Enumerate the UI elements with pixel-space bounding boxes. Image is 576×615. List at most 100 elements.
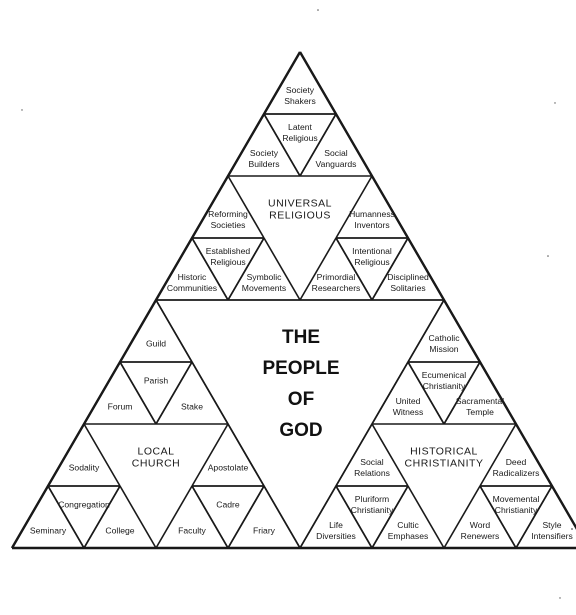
local-cadre-label-line: Cadre xyxy=(216,500,240,510)
local-apostolate-label: Apostolate xyxy=(208,462,249,472)
local-top-top-edge-c xyxy=(155,299,193,363)
universal-reforming-societies-label-line: Reforming xyxy=(208,209,248,219)
historical-top-top-edge-a xyxy=(407,299,445,363)
universal-right-top-edge-c xyxy=(371,175,409,239)
local-forum-label: Forum xyxy=(108,401,133,411)
universal-latent-religious-label-line: Religious xyxy=(282,133,317,143)
universal-primordial-researchers-label-line: Researchers xyxy=(312,283,361,293)
historical-social-relations-label-line: Social xyxy=(360,457,383,467)
historical-left-right-edge-a xyxy=(371,485,409,549)
universal-religious-title-line: UNIVERSAL xyxy=(268,197,332,209)
universal-left-right-edge-c xyxy=(263,237,301,301)
universal-historic-communities-label-line: Communities xyxy=(167,283,217,293)
local-friary-label: Friary xyxy=(253,525,276,535)
historical-right-right-edge-c xyxy=(551,485,576,529)
local-guild-label: Guild xyxy=(146,338,166,348)
universal-humanness-inventors-label-line: Inventors xyxy=(354,220,389,230)
historical-right-top-edge-a xyxy=(479,423,517,487)
universal-right-right-edge-c xyxy=(407,237,445,301)
universal-left-left-edge-a xyxy=(155,237,193,301)
universal-right-left-edge-a xyxy=(299,237,337,301)
universal-top-left-edge-c xyxy=(263,113,301,177)
local-college-label: College xyxy=(105,525,134,535)
local-stake-label: Stake xyxy=(181,401,203,411)
universal-right-right-edge-a xyxy=(371,237,409,301)
local-congregation-label-line: Congregation xyxy=(58,500,110,510)
universal-top-top-edge-c xyxy=(299,51,337,115)
historical-cultic-emphases-label-line: Cultic xyxy=(397,520,419,530)
center-title-line: PEOPLE xyxy=(262,358,339,379)
historical-cultic-emphases-label-line: Emphases xyxy=(388,531,429,541)
universal-top-left-edge-a xyxy=(227,113,265,177)
universal-disciplined-solitaries-label-line: Disciplined xyxy=(387,272,429,282)
historical-top-right-edge-c xyxy=(479,361,517,425)
historical-united-witness-label-line: Witness xyxy=(393,407,424,417)
historical-top-left-edge-a xyxy=(371,361,409,425)
universal-society-shakers-label-line: Shakers xyxy=(284,96,316,106)
historical-social-relations-label-line: Relations xyxy=(354,468,390,478)
historical-life-diversities-label-line: Life xyxy=(329,520,343,530)
universal-intentional-religious-label-line: Religious xyxy=(354,257,389,267)
local-cadre-label: Cadre xyxy=(216,500,240,510)
historical-movemental-christianity-label-line: Movemental xyxy=(493,494,540,504)
historical-sacramental-temple-label-line: Sacramental xyxy=(456,396,504,406)
historical-christianity-title-line: HISTORICAL xyxy=(410,445,478,457)
universal-society-builders-label-line: Builders xyxy=(248,159,279,169)
local-right-top-edge-c xyxy=(227,423,265,487)
universal-top-right-edge-c xyxy=(335,113,373,177)
local-sodality-label: Sodality xyxy=(69,462,100,472)
local-right-top-edge-a xyxy=(191,423,229,487)
center-title-line: OF xyxy=(288,389,314,410)
historical-pluriform-christianity-label-line: Pluriform xyxy=(355,494,389,504)
universal-established-religious-label-line: Religious xyxy=(210,257,245,267)
scan-specks xyxy=(21,9,573,599)
historical-sacramental-temple-label-line: Temple xyxy=(466,407,494,417)
historical-style-intensifiers-label-line: Style xyxy=(542,520,561,530)
center-title-line: GOD xyxy=(279,420,322,441)
local-right-left-edge-a xyxy=(155,485,193,549)
historical-deed-radicalizers-label-line: Radicalizers xyxy=(493,468,540,478)
local-left-right-edge-c xyxy=(119,485,157,549)
historical-left-right-edge-c xyxy=(407,485,445,549)
local-left-top-edge-a xyxy=(47,423,85,487)
universal-disciplined-solitaries-label-line: Solitaries xyxy=(390,283,425,293)
historical-left-top-edge-c xyxy=(371,423,409,487)
local-top-right-edge-a xyxy=(155,361,193,425)
local-left-left-edge-c xyxy=(47,485,85,549)
universal-latent-religious-label-line: Latent xyxy=(288,122,313,132)
local-church-title-line: CHURCH xyxy=(132,457,181,469)
local-top-top-edge-a xyxy=(119,299,157,363)
universal-left-top-edge-a xyxy=(191,175,229,239)
universal-right-left-edge-c xyxy=(335,237,373,301)
historical-ecumenical-christianity-label-line: Ecumenical xyxy=(422,370,467,380)
local-faculty-label: Faculty xyxy=(178,525,206,535)
local-apostolate-label-line: Apostolate xyxy=(208,462,249,472)
historical-catholic-mission-label-line: Mission xyxy=(429,344,458,354)
universal-right-top-edge-a xyxy=(335,175,373,239)
local-seminary-label-line: Seminary xyxy=(30,525,67,535)
universal-social-vanguards-label-line: Vanguards xyxy=(316,159,357,169)
universal-society-shakers-label-line: Society xyxy=(286,85,315,95)
local-church-title-line: LOCAL xyxy=(138,445,175,457)
universal-left-left-edge-c xyxy=(191,237,229,301)
